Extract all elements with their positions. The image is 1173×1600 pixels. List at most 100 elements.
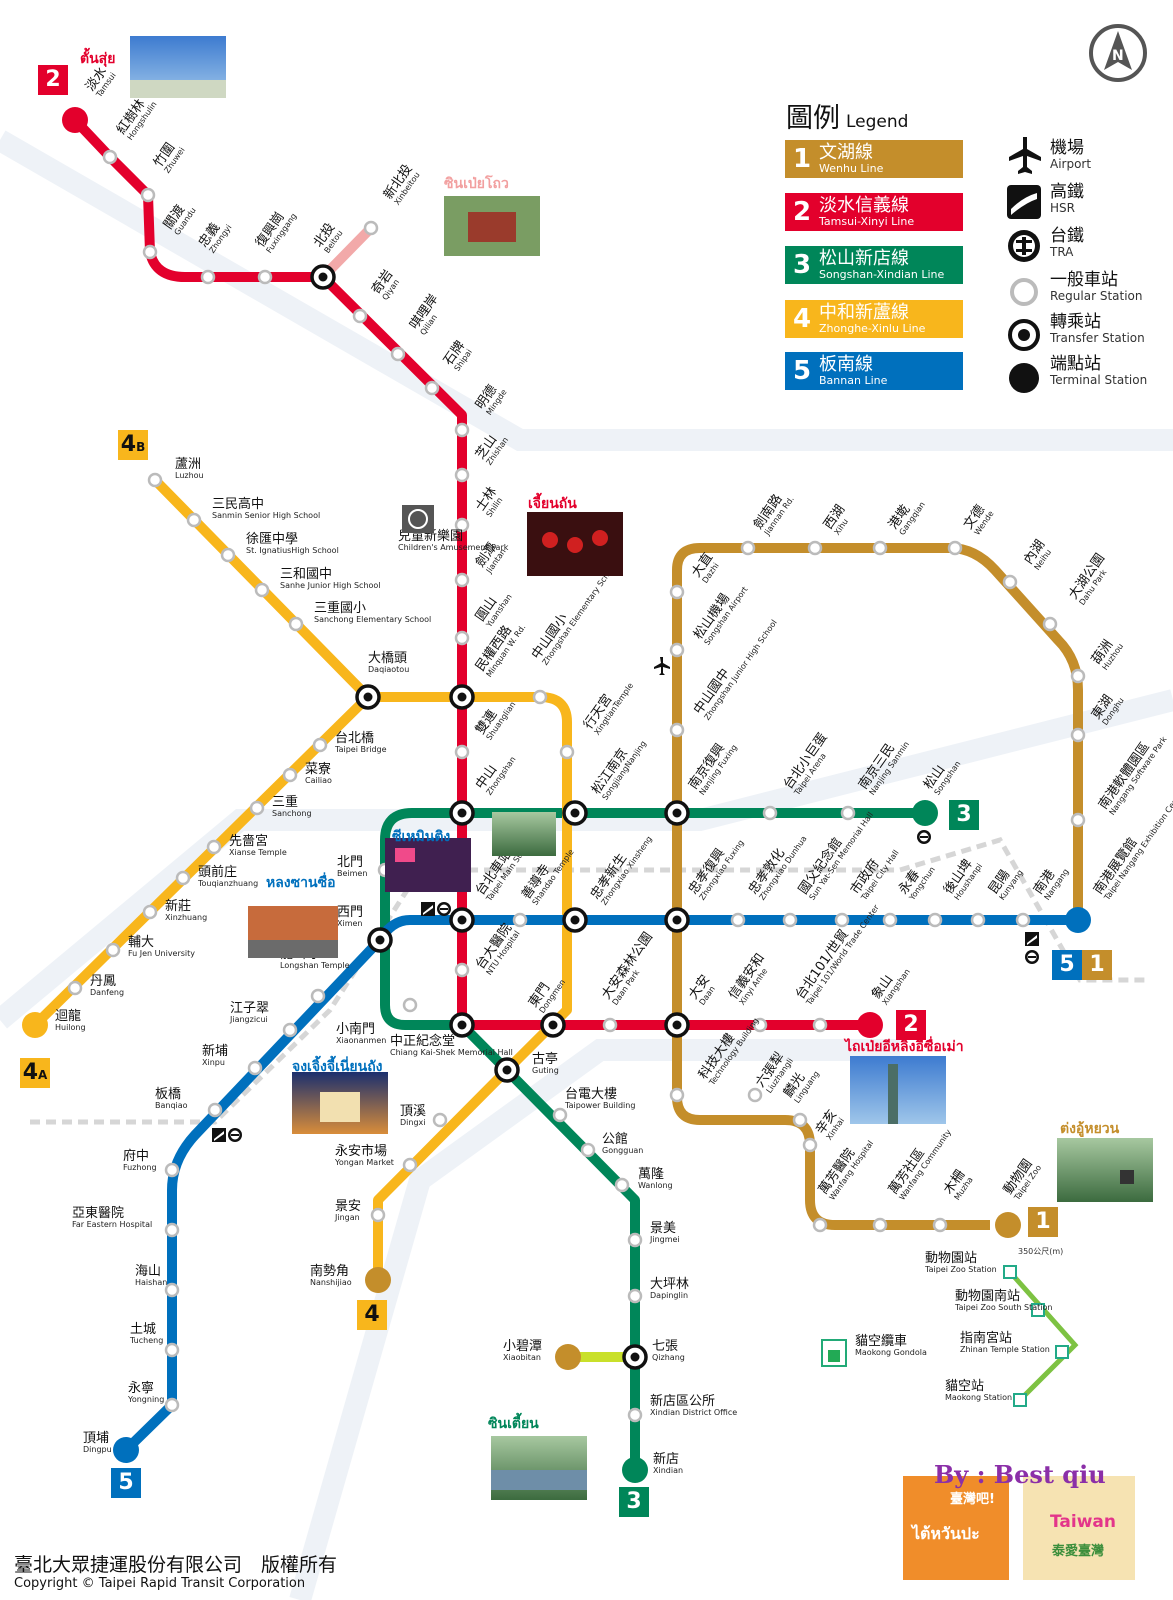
gondola-station[interactable] xyxy=(1055,1345,1069,1359)
regular-station[interactable] xyxy=(257,269,273,285)
regular-station[interactable] xyxy=(834,912,850,928)
regular-station[interactable] xyxy=(164,1282,180,1298)
regular-station[interactable] xyxy=(142,244,158,260)
gondola-station[interactable] xyxy=(1003,1265,1017,1279)
regular-station[interactable] xyxy=(164,1222,180,1238)
regular-station[interactable] xyxy=(947,540,963,556)
regular-station[interactable] xyxy=(454,517,470,533)
regular-station[interactable] xyxy=(669,722,685,738)
terminal-station[interactable] xyxy=(857,1012,883,1038)
regular-station[interactable] xyxy=(424,380,440,396)
regular-station[interactable] xyxy=(872,1217,888,1233)
regular-station[interactable] xyxy=(454,744,470,760)
gondola-station[interactable] xyxy=(1031,1303,1045,1317)
regular-station[interactable] xyxy=(752,1017,768,1033)
regular-station[interactable] xyxy=(220,547,236,563)
regular-station[interactable] xyxy=(454,572,470,588)
regular-station[interactable] xyxy=(840,805,856,821)
terminal-station[interactable] xyxy=(22,1012,48,1038)
regular-station[interactable] xyxy=(147,472,163,488)
regular-station[interactable] xyxy=(559,744,575,760)
regular-station[interactable] xyxy=(207,1102,223,1118)
regular-station[interactable] xyxy=(200,269,216,285)
regular-station[interactable] xyxy=(932,1217,948,1233)
regular-station[interactable] xyxy=(102,149,118,165)
regular-station[interactable] xyxy=(812,1017,828,1033)
regular-station[interactable] xyxy=(363,220,379,236)
regular-station[interactable] xyxy=(454,630,470,646)
regular-station[interactable] xyxy=(432,1112,448,1128)
transfer-station[interactable] xyxy=(494,1057,520,1083)
regular-station[interactable] xyxy=(627,1407,643,1423)
regular-station[interactable] xyxy=(254,582,270,598)
transfer-station[interactable] xyxy=(664,800,690,826)
regular-station[interactable] xyxy=(580,1142,596,1158)
regular-station[interactable] xyxy=(282,1022,298,1038)
regular-station[interactable] xyxy=(206,839,222,855)
regular-station[interactable] xyxy=(247,1060,263,1076)
regular-station[interactable] xyxy=(288,616,304,632)
regular-station[interactable] xyxy=(602,1017,618,1033)
regular-station[interactable] xyxy=(249,800,265,816)
regular-station[interactable] xyxy=(1015,912,1031,928)
regular-station[interactable] xyxy=(164,1342,180,1358)
transfer-station[interactable] xyxy=(562,800,588,826)
gondola-station[interactable] xyxy=(1013,1393,1027,1407)
regular-station[interactable] xyxy=(164,1397,180,1413)
regular-station[interactable] xyxy=(627,1288,643,1304)
regular-station[interactable] xyxy=(1002,574,1018,590)
transfer-station[interactable] xyxy=(562,907,588,933)
transfer-station[interactable] xyxy=(540,1012,566,1038)
regular-station[interactable] xyxy=(782,912,798,928)
regular-station[interactable] xyxy=(175,870,191,886)
regular-station[interactable] xyxy=(402,1157,418,1173)
regular-station[interactable] xyxy=(872,540,888,556)
regular-station[interactable] xyxy=(970,912,986,928)
regular-station[interactable] xyxy=(454,962,470,978)
regular-station[interactable] xyxy=(882,912,898,928)
regular-station[interactable] xyxy=(747,1087,763,1103)
regular-station[interactable] xyxy=(390,346,406,362)
transfer-station[interactable] xyxy=(355,684,381,710)
terminal-station[interactable] xyxy=(365,1267,391,1293)
transfer-station[interactable] xyxy=(449,800,475,826)
transfer-station[interactable] xyxy=(449,907,475,933)
regular-station[interactable] xyxy=(669,642,685,658)
regular-station[interactable] xyxy=(454,467,470,483)
regular-station[interactable] xyxy=(669,584,685,600)
transfer-station[interactable] xyxy=(449,1012,475,1038)
regular-station[interactable] xyxy=(802,1137,818,1153)
regular-station[interactable] xyxy=(142,904,158,920)
terminal-station[interactable] xyxy=(62,107,88,133)
transfer-station[interactable] xyxy=(622,1344,648,1370)
regular-station[interactable] xyxy=(669,1087,685,1103)
transfer-station[interactable] xyxy=(367,927,393,953)
regular-station[interactable] xyxy=(812,1217,828,1233)
regular-station[interactable] xyxy=(1070,727,1086,743)
regular-station[interactable] xyxy=(532,689,548,705)
transfer-station[interactable] xyxy=(310,264,336,290)
regular-station[interactable] xyxy=(792,1112,808,1128)
regular-station[interactable] xyxy=(370,1207,386,1223)
regular-station[interactable] xyxy=(186,512,202,528)
regular-station[interactable] xyxy=(402,997,418,1013)
regular-station[interactable] xyxy=(140,187,156,203)
transfer-station[interactable] xyxy=(664,907,690,933)
regular-station[interactable] xyxy=(67,980,83,996)
regular-station[interactable] xyxy=(1070,668,1086,684)
regular-station[interactable] xyxy=(730,912,746,928)
regular-station[interactable] xyxy=(352,308,368,324)
regular-station[interactable] xyxy=(164,1162,180,1178)
regular-station[interactable] xyxy=(552,1107,568,1123)
regular-station[interactable] xyxy=(927,912,943,928)
terminal-station[interactable] xyxy=(1065,907,1091,933)
regular-station[interactable] xyxy=(312,737,328,753)
regular-station[interactable] xyxy=(1042,616,1058,632)
terminal-station[interactable] xyxy=(995,1212,1021,1238)
transfer-station[interactable] xyxy=(449,684,475,710)
regular-station[interactable] xyxy=(1070,812,1086,828)
regular-station[interactable] xyxy=(740,540,756,556)
regular-station[interactable] xyxy=(614,1177,630,1193)
regular-station[interactable] xyxy=(512,912,528,928)
regular-station[interactable] xyxy=(807,540,823,556)
